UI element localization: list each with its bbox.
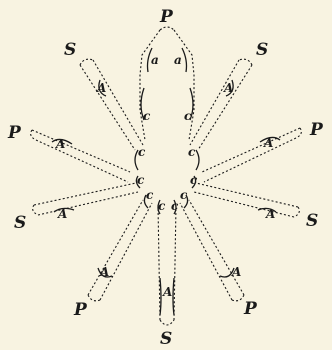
label-left-P: P (7, 123, 22, 143)
label-bottom-S: S (160, 329, 172, 349)
label-A-bottom: A (162, 285, 172, 299)
top-body-neck (160, 27, 174, 30)
label-bottom-right-P: P (243, 299, 258, 319)
top-body-outline (140, 30, 194, 140)
label-a-left: a (151, 53, 159, 67)
label-upper-left-S: S (64, 40, 76, 60)
label-A-upper-right: A (223, 81, 233, 95)
label-A-bottom-right: A (231, 265, 241, 279)
label-lower-right-S: S (306, 211, 318, 231)
arm-lower-left (33, 183, 138, 215)
label-A-right: A (263, 136, 273, 150)
arm-bottom (158, 205, 176, 325)
arm-upper-right (190, 59, 252, 150)
label-c-top-right: c (184, 109, 192, 123)
arm-bottom-right (180, 200, 244, 301)
label-c-low-left: c (137, 173, 145, 187)
label-c-hub-left: c (146, 188, 154, 202)
arm-bottom-left (88, 200, 152, 301)
arm-right (202, 128, 301, 182)
label-A-left: A (55, 137, 65, 151)
label-a-right: a (174, 53, 182, 67)
label-A-lower-left: A (57, 207, 67, 221)
label-c-mid-left: c (138, 145, 146, 159)
label-c-hub-bottom-right: c (171, 199, 179, 213)
label-c-mid-right: c (188, 145, 196, 159)
arm-lower-right (194, 183, 299, 217)
label-A-lower-right: A (265, 207, 275, 221)
label-top-P: P (159, 7, 174, 27)
label-bottom-left-P: P (73, 300, 88, 320)
label-A-bottom-left: A (99, 265, 109, 279)
label-A-upper-left: A (96, 81, 106, 95)
label-c-hub-bottom-left: c (158, 199, 166, 213)
label-c-top-left: c (143, 109, 151, 123)
label-c-low-right: c (190, 173, 198, 187)
label-upper-right-S: S (256, 40, 268, 60)
label-right-P: P (309, 120, 324, 140)
label-lower-left-S: S (14, 213, 26, 233)
arm-left (31, 130, 130, 182)
label-c-hub-right: c (180, 188, 188, 202)
arm-upper-left (80, 59, 143, 150)
